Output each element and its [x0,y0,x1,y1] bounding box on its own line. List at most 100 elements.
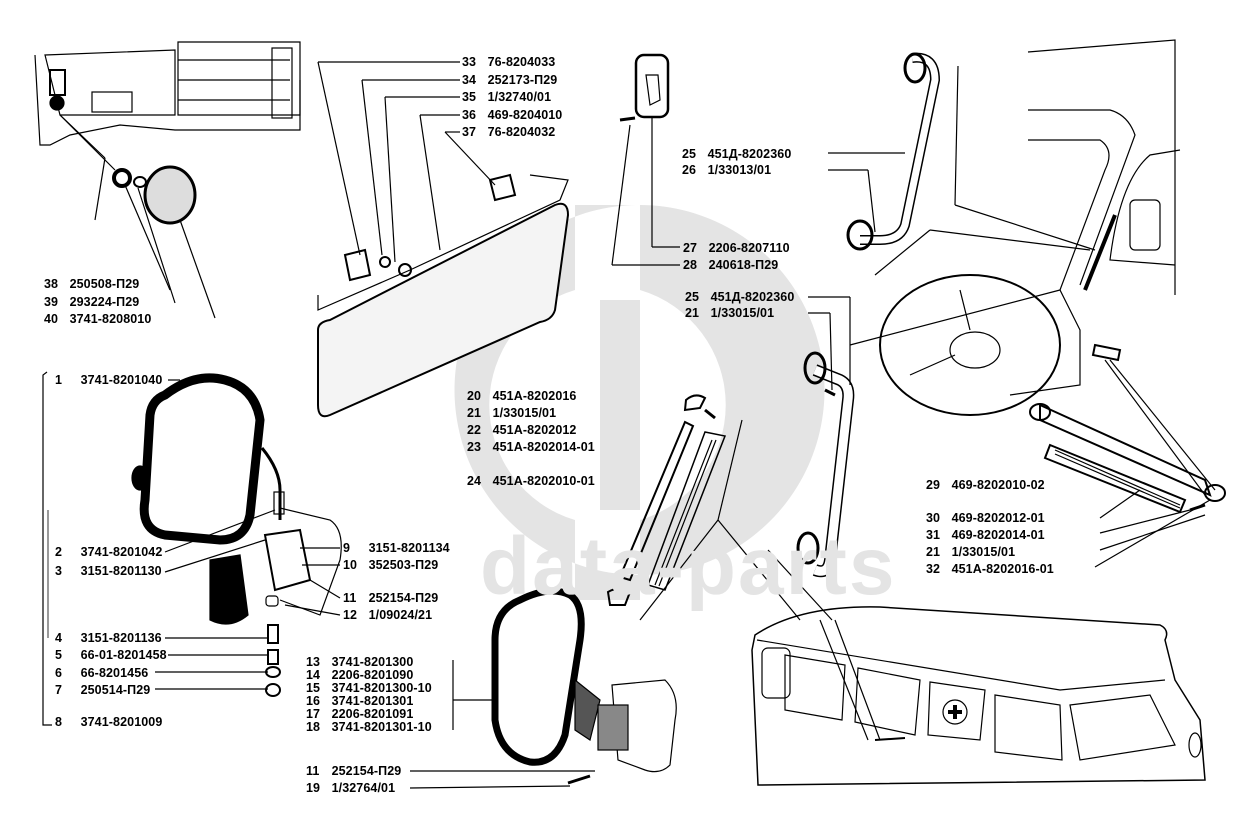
callout-number: 22 [467,423,482,437]
callout-30: 30 469-8202012-01 [926,511,1045,525]
part-code[interactable]: 2206-8201090 [331,668,414,682]
coat-hook-drawing [611,53,680,266]
part-code[interactable]: 240618-П29 [708,258,779,272]
part-code[interactable]: 451А-8202016 [492,389,577,403]
part-code[interactable]: 352503-П29 [368,558,439,572]
callout-number: 2 [55,545,63,559]
callout-23: 23 451А-8202014-01 [467,440,595,454]
part-code[interactable]: 252154-П29 [368,591,439,605]
part-code[interactable]: 66-8201456 [80,666,149,680]
callout-number: 32 [926,562,941,576]
part-code[interactable]: 451А-8202016-01 [951,562,1054,576]
right-mirror-drawing [409,587,677,789]
part-code[interactable]: 469-8202014-01 [951,528,1045,542]
part-code[interactable]: 2206-8201091 [331,707,414,721]
callout-number: 9 [343,541,351,555]
van-body-drawing [751,606,1206,786]
callout-31: 31 469-8202014-01 [926,528,1045,542]
callout-number: 28 [683,258,698,272]
part-code[interactable]: 3151-8201134 [368,541,450,555]
part-code[interactable]: 3741-8201009 [80,715,163,729]
part-code[interactable]: 3741-8201040 [80,373,163,387]
part-code[interactable]: 3741-8201300 [331,655,414,669]
part-code[interactable]: 451А-8202012 [492,423,577,437]
callout-number: 35 [462,90,477,104]
part-code[interactable]: 469-8202010-02 [951,478,1045,492]
callout-16: 16 3741-8201301 [306,694,413,708]
part-code[interactable]: 451А-8202014-01 [492,440,595,454]
callout-21b: 21 1/33015/01 [685,306,774,320]
callout-number: 20 [467,389,482,403]
callout-35: 35 1/32740/01 [462,90,551,104]
callout-number: 33 [462,55,477,69]
callout-number: 21 [685,306,700,320]
part-code[interactable]: 1/09024/21 [368,608,433,622]
part-code[interactable]: 3151-8201136 [80,631,162,645]
callout-number: 38 [44,277,59,291]
callout-number: 21 [926,545,941,559]
callout-number: 24 [467,474,482,488]
part-code[interactable]: 1/33015/01 [492,406,557,420]
callout-number: 21 [467,406,482,420]
part-code[interactable]: 250514-П29 [80,683,151,697]
part-code[interactable]: 3741-8201300-10 [331,681,432,695]
part-code[interactable]: 3741-8201042 [80,545,163,559]
callout-8: 8 3741-8201009 [55,715,162,729]
dash-handle-drawing [1029,403,1226,568]
callout-1: 1 3741-8201040 [55,373,162,387]
callout-37: 37 76-8204032 [462,125,555,139]
callout-number: 27 [683,241,698,255]
callout-29: 29 469-8202010-02 [926,478,1045,492]
callout-number: 15 [306,681,321,695]
callout-17: 17 2206-8201091 [306,707,413,721]
callout-number: 31 [926,528,941,542]
callout-number: 4 [55,631,63,645]
grab-strip-drawing [606,394,833,621]
callout-20: 20 451А-8202016 [467,389,577,403]
callout-number: 17 [306,707,321,721]
part-code[interactable]: 2206-8207110 [708,241,790,255]
part-code[interactable]: 1/33015/01 [951,545,1016,559]
callout-number: 13 [306,655,321,669]
part-code[interactable]: 469-8204010 [487,108,563,122]
callout-7: 7 250514-П29 [55,683,150,697]
callout-number: 12 [343,608,358,622]
part-code[interactable]: 3741-8201301-10 [331,720,432,734]
watermark-text: data-parts [480,521,897,612]
part-code[interactable]: 76-8204033 [487,55,556,69]
part-code[interactable]: 66-01-8201458 [80,648,167,662]
part-code[interactable]: 1/33015/01 [710,306,775,320]
callout-38: 38 250508-П29 [44,277,139,291]
part-code[interactable]: 252173-П29 [487,73,558,87]
callout-number: 25 [685,290,700,304]
callout-28: 28 240618-П29 [683,258,778,272]
callout-14: 14 2206-8201090 [306,668,413,682]
part-code[interactable]: 252154-П29 [331,764,402,778]
callout-number: 29 [926,478,941,492]
part-code[interactable]: 451Д-8202360 [710,290,795,304]
part-code[interactable]: 451Д-8202360 [707,147,792,161]
part-code[interactable]: 3151-8201130 [80,564,162,578]
callout-11b: 11 252154-П29 [306,764,401,778]
part-code[interactable]: 1/32740/01 [487,90,552,104]
part-code[interactable]: 3741-8201301 [331,694,414,708]
callout-3: 3 3151-8201130 [55,564,162,578]
part-code[interactable]: 1/32764/01 [331,781,396,795]
callout-number: 39 [44,295,59,309]
part-code[interactable]: 469-8202012-01 [951,511,1045,525]
part-code[interactable]: 1/33013/01 [707,163,772,177]
part-code[interactable]: 76-8204032 [487,125,556,139]
part-code[interactable]: 451А-8202010-01 [492,474,595,488]
rear-panel-drawing [34,41,301,221]
part-code[interactable]: 293224-П29 [69,295,140,309]
callout-10: 10 352503-П29 [343,558,438,572]
handrail-top-drawing [828,52,941,251]
callout-25b: 25 451Д-8202360 [685,290,794,304]
callout-6: 6 66-8201456 [55,666,148,680]
part-code[interactable]: 250508-П29 [69,277,140,291]
part-code[interactable]: 3741-8208010 [69,312,152,326]
callout-number: 36 [462,108,477,122]
callout-36: 36 469-8204010 [462,108,562,122]
cab-interior-drawing [849,39,1216,496]
